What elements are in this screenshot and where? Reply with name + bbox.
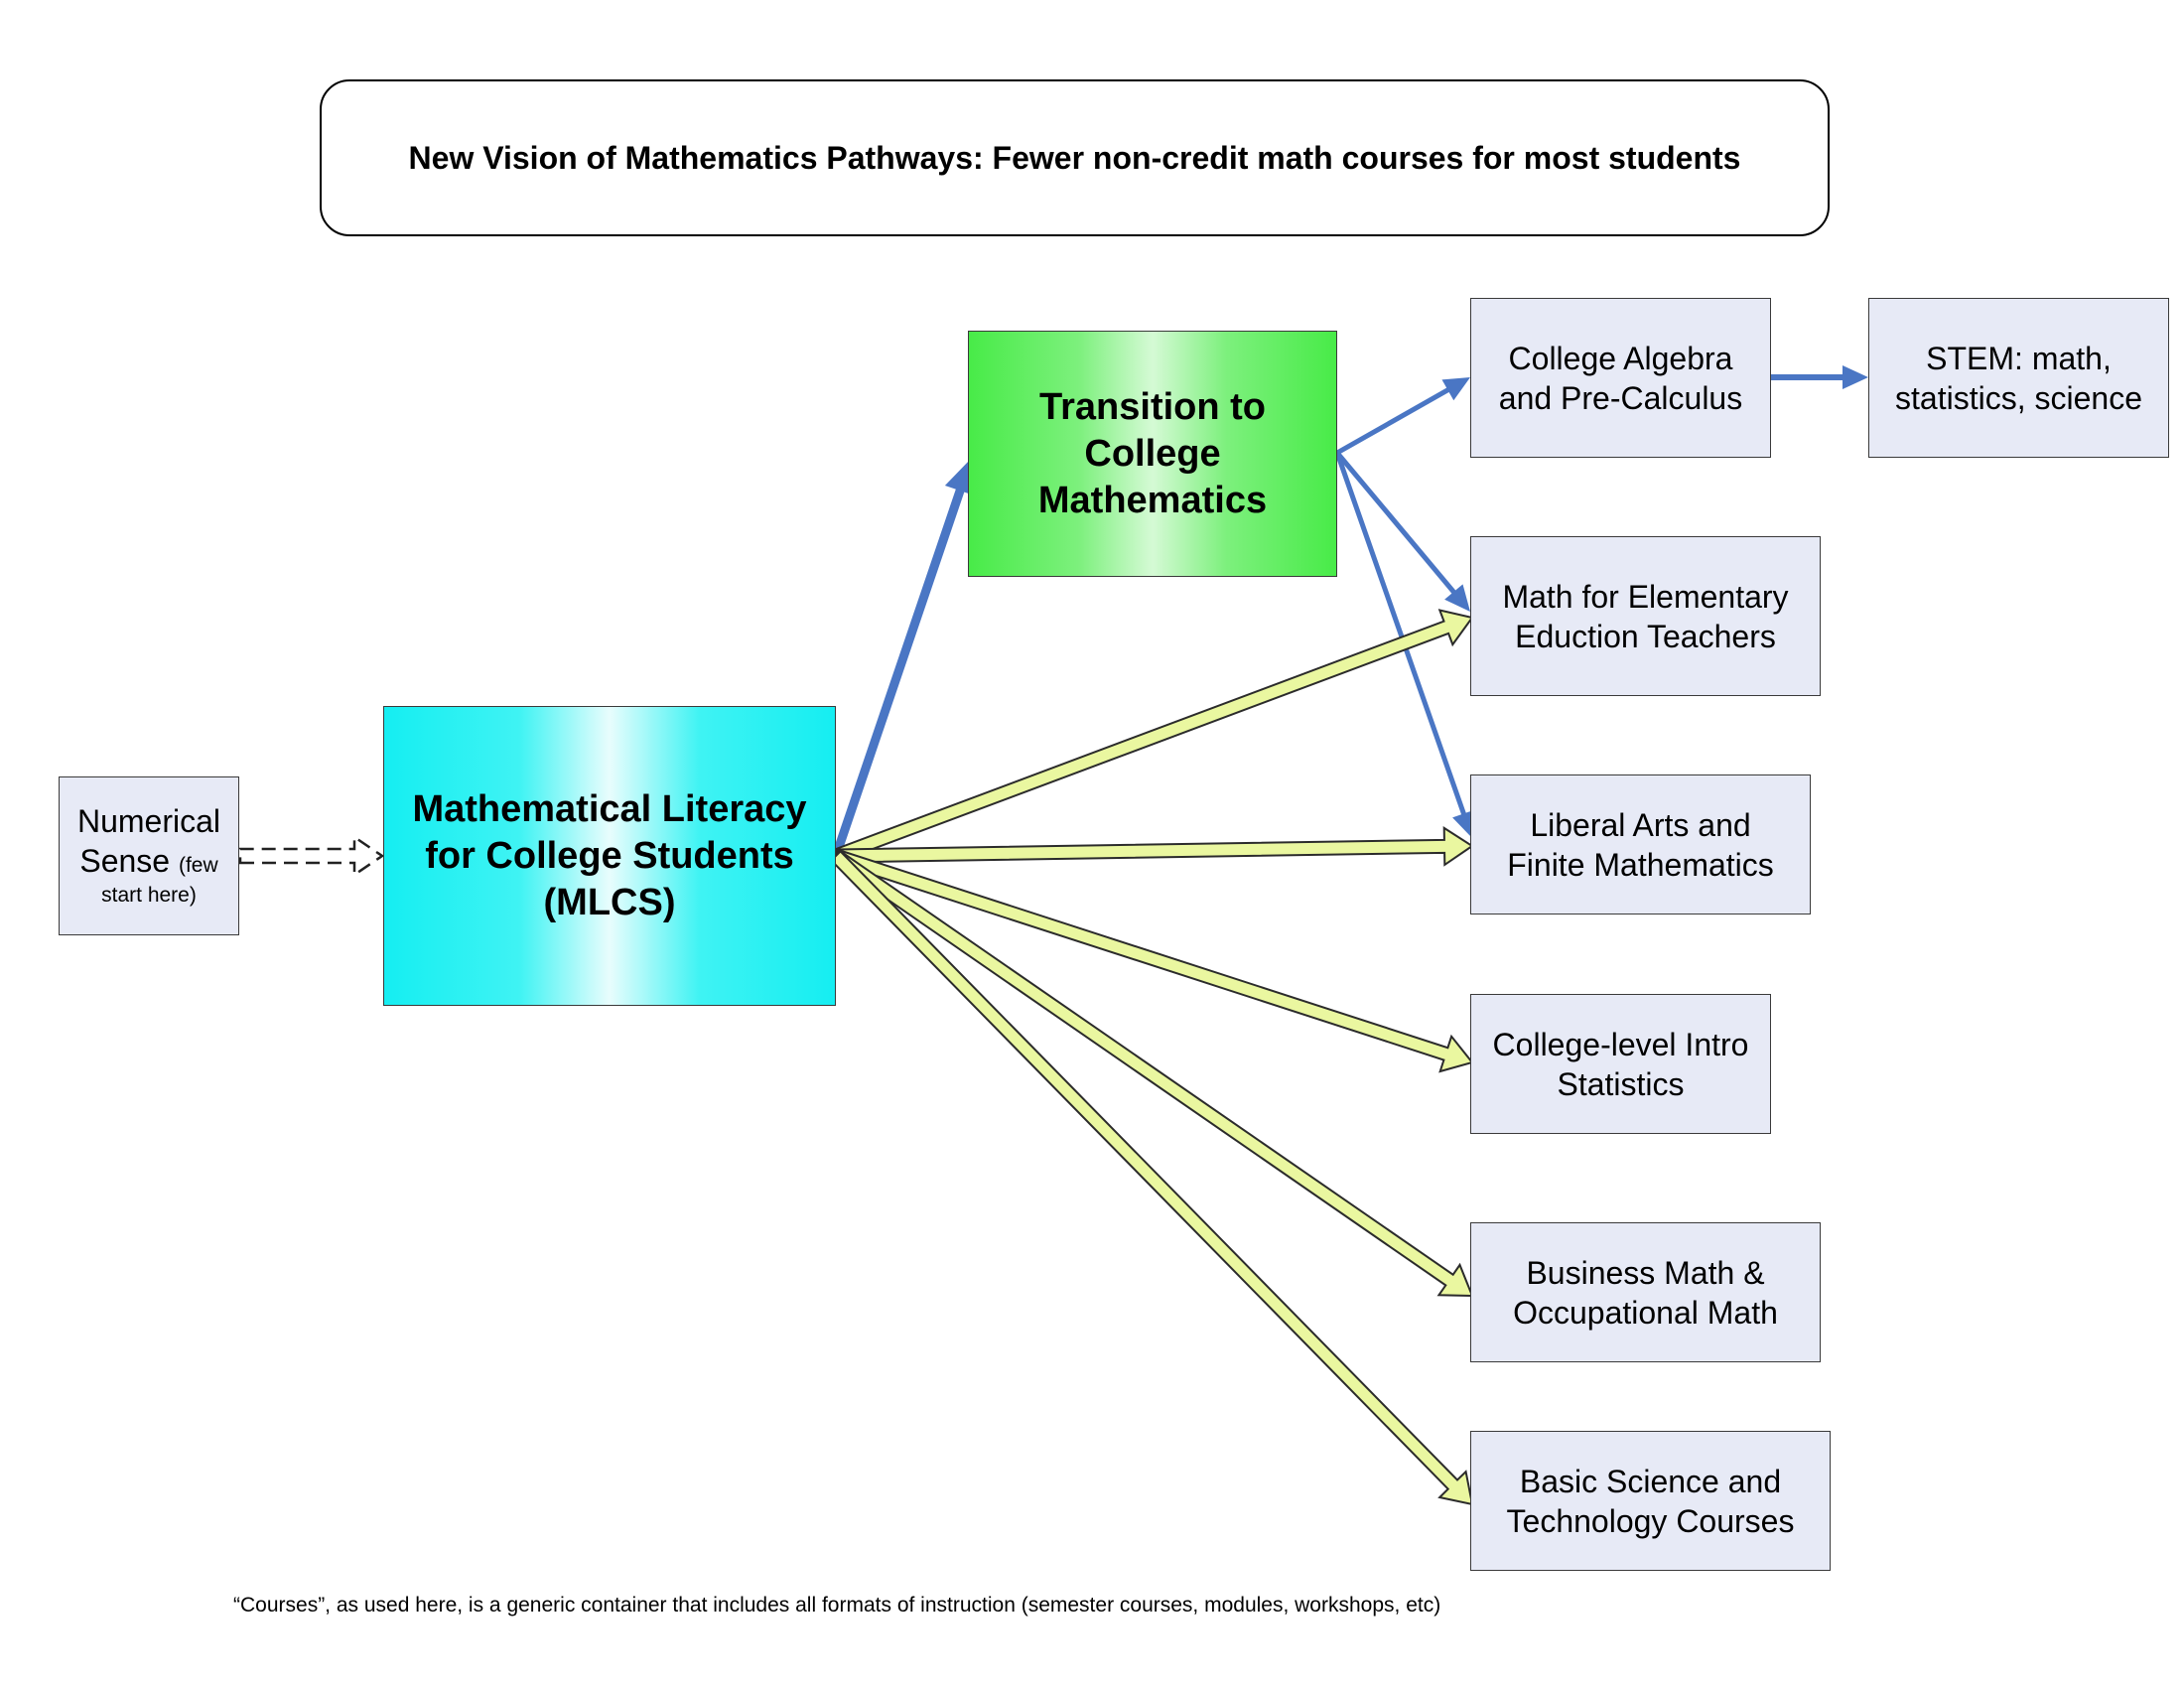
node-stem: STEM: math, statistics, science <box>1868 298 2169 458</box>
arrow-mlcs-to-intro-statistics <box>832 848 1474 1073</box>
node-liberal-arts: Liberal Arts and Finite Mathematics <box>1470 774 1811 914</box>
node-mlcs-line2: for College Students <box>425 834 794 877</box>
node-liberal-arts-line1: Liberal Arts and <box>1530 806 1751 843</box>
node-transition-line1: Transition to <box>1039 385 1266 428</box>
node-basic-science: Basic Science and Technology Courses <box>1470 1431 1831 1571</box>
node-stem-line2: statistics, science <box>1895 379 2142 416</box>
node-intro-statistics-line2: Statistics <box>1557 1065 1685 1102</box>
node-intro-statistics-line1: College-level Intro <box>1492 1026 1749 1062</box>
node-elementary-teachers-line1: Math for Elementary <box>1502 578 1789 615</box>
node-college-algebra-line1: College Algebra <box>1508 340 1733 376</box>
node-business-math-line2: Occupational Math <box>1513 1294 1778 1331</box>
arrow-college-algebra-to-stem <box>1771 365 1868 389</box>
arrow-transition-to-elementary-teachers <box>1335 451 1470 612</box>
node-numerical-sense-note1: (few <box>178 854 218 877</box>
node-basic-science-line1: Basic Science and <box>1519 1463 1782 1499</box>
arrow-mlcs-to-transition <box>831 459 976 858</box>
arrow-transition-to-college-algebra <box>1335 377 1470 456</box>
arrow-mlcs-to-business-math <box>830 849 1474 1298</box>
node-numerical-sense: Numerical Sense (few start here) <box>59 776 239 935</box>
footnote: “Courses”, as used here, is a generic co… <box>233 1594 1441 1617</box>
node-business-math-line1: Business Math & <box>1526 1254 1765 1291</box>
node-liberal-arts-line2: Finite Mathematics <box>1507 846 1774 883</box>
diagram-title-text: New Vision of Mathematics Pathways: Fewe… <box>408 139 1741 176</box>
node-basic-science-line2: Technology Courses <box>1506 1502 1795 1539</box>
node-numerical-sense-line1: Numerical <box>76 803 221 839</box>
node-college-algebra: College Algebra and Pre-Calculus <box>1470 298 1771 458</box>
node-business-math: Business Math & Occupational Math <box>1470 1222 1821 1362</box>
node-numerical-sense-line2-group: Sense (few <box>79 841 217 881</box>
node-college-algebra-line2: and Pre-Calculus <box>1498 379 1743 416</box>
arrow-mlcs-to-liberal-arts <box>834 826 1474 867</box>
node-mlcs-line1: Mathematical Literacy <box>412 787 807 830</box>
arrow-transition-to-liberal-arts <box>1334 452 1475 838</box>
diagram-title: New Vision of Mathematics Pathways: Fewe… <box>320 79 1830 236</box>
node-mlcs-line3: (MLCS) <box>543 881 676 923</box>
node-elementary-teachers: Math for Elementary Eduction Teachers <box>1470 536 1821 696</box>
node-elementary-teachers-line2: Eduction Teachers <box>1515 618 1776 654</box>
node-intro-statistics: College-level Intro Statistics <box>1470 994 1771 1134</box>
node-mlcs: Mathematical Literacy for College Studen… <box>383 706 836 1006</box>
node-transition-line2: College <box>1084 432 1221 475</box>
node-transition-line3: Mathematics <box>1037 479 1268 521</box>
arrow-numerical-sense-to-mlcs <box>238 834 385 878</box>
node-numerical-sense-line2: Sense <box>79 843 171 879</box>
node-transition-to-college-math: Transition to College Mathematics <box>968 331 1337 577</box>
arrow-mlcs-to-basic-science <box>829 849 1474 1506</box>
node-stem-line1: STEM: math, <box>1926 340 2112 376</box>
node-numerical-sense-note2: start here) <box>101 884 197 907</box>
arrow-mlcs-to-elementary-teachers <box>832 609 1474 864</box>
